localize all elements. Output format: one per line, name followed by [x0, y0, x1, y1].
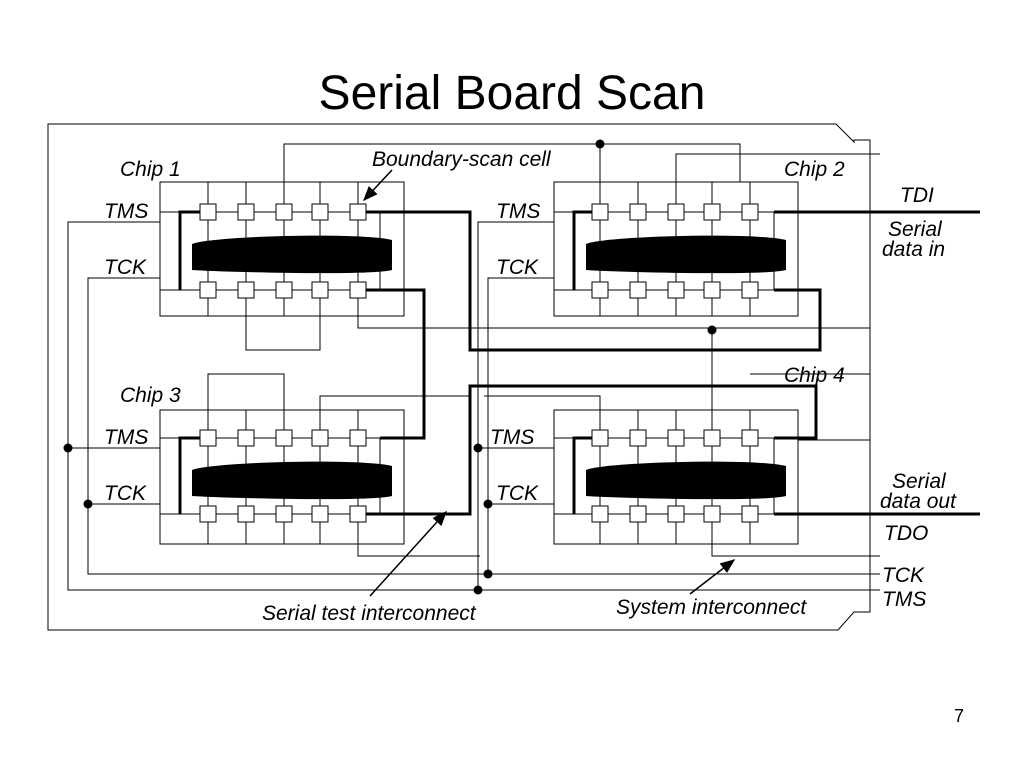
slide-title: Serial Board Scan [318, 67, 706, 120]
chip-1-core-logic [192, 235, 392, 274]
chip-3: Chip 3 TMS TCK [104, 384, 405, 545]
chip-3-core-logic [192, 461, 392, 500]
chip-2-tms-label: TMS [496, 200, 540, 223]
serial-test-interconnect-label: Serial test interconnect [262, 602, 477, 625]
chip-2: Chip 2 TMS TCK [496, 158, 845, 317]
chip-4-tck-label: TCK [496, 482, 539, 505]
chip-2-boundary-scan-cells [591, 203, 759, 299]
chip-4-tms-label: TMS [490, 426, 534, 449]
chip-1-package [159, 181, 405, 317]
chip-1: Chip 1 TMS TCK [104, 158, 405, 317]
system-interconnect [207, 143, 880, 557]
serial-scan-chain [178, 210, 980, 516]
chip-4: Chip 4 TMS TCK [490, 364, 845, 545]
boundary-scan-cell-arrow [362, 169, 393, 202]
chip-1-tck-label: TCK [104, 256, 147, 279]
tms-bus-label: TMS [882, 588, 926, 611]
tdi-label: TDI [900, 184, 934, 207]
chip-4-core-logic [586, 461, 786, 500]
serial-data-out-label-line1: Serial [892, 470, 947, 493]
chip-3-boundary-scan-cells [199, 429, 367, 523]
boundary-scan-cell-label: Boundary-scan cell [372, 148, 552, 171]
serial-data-in-label-line2: data in [882, 238, 945, 261]
chip-2-label: Chip 2 [784, 158, 845, 181]
chip-2-core-logic [586, 235, 786, 274]
tdo-label: TDO [884, 522, 928, 545]
chip-1-tms-label: TMS [104, 200, 148, 223]
tck-bus-label: TCK [882, 564, 925, 587]
chip-4-boundary-scan-cells [591, 429, 759, 523]
tms-tck-bus [67, 221, 880, 591]
chip-3-tms-label: TMS [104, 426, 148, 449]
system-interconnect-label: System interconnect [616, 596, 807, 619]
chip-3-label: Chip 3 [120, 384, 181, 407]
junction-dots [63, 139, 717, 595]
chip-4-label: Chip 4 [784, 364, 845, 387]
chip-1-label: Chip 1 [120, 158, 181, 181]
serial-data-in-label-line1: Serial [888, 218, 943, 241]
chip-3-tck-label: TCK [104, 482, 147, 505]
chip-1-boundary-scan-cells [199, 203, 367, 299]
chip-3-package [159, 409, 405, 545]
board-outline [47, 123, 871, 631]
serial-test-interconnect-arrow [369, 510, 448, 597]
serial-data-out-label-line2: data out [880, 490, 957, 513]
chip-2-tck-label: TCK [496, 256, 539, 279]
system-interconnect-arrow [689, 559, 736, 595]
page-number: 7 [953, 706, 964, 726]
